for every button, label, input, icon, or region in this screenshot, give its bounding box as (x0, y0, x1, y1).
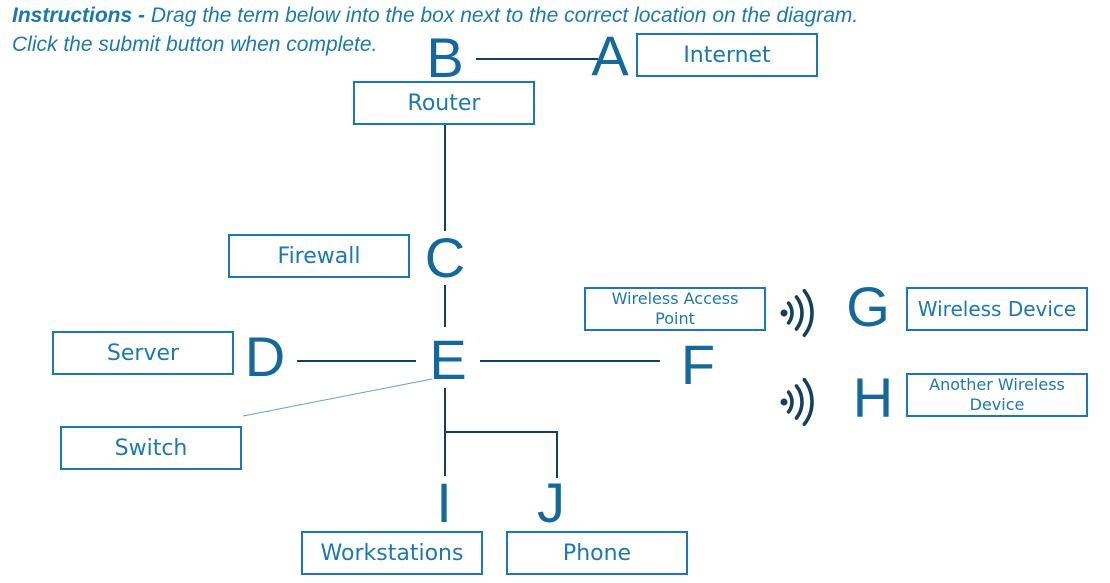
node-letter-d: D (245, 325, 285, 388)
term-wireless-access-point[interactable]: Wireless Access Point (584, 287, 766, 331)
node-letter-f: F (681, 333, 715, 396)
term-another-wireless-device[interactable]: Another Wireless Device (906, 373, 1088, 417)
term-wireless-device[interactable]: Wireless Device (906, 287, 1088, 331)
instructions-line-1: Instructions - Drag the term below into … (12, 1, 858, 30)
node-letter-i: I (436, 471, 452, 534)
node-letter-e: E (429, 328, 466, 391)
instructions-label: Instructions - (12, 4, 146, 27)
node-letter-h: H (853, 366, 893, 429)
term-workstations-label: Workstations (320, 540, 464, 566)
term-router-label: Router (407, 90, 481, 116)
term-phone-label: Phone (562, 540, 632, 566)
term-server-label: Server (106, 340, 180, 366)
node-letter-c: C (425, 226, 465, 289)
term-firewall-label: Firewall (277, 243, 361, 269)
connector-branch-j (445, 431, 558, 478)
connector-switch-e (242, 378, 433, 417)
node-letter-a: A (591, 24, 629, 87)
term-router[interactable]: Router (353, 81, 535, 125)
term-firewall[interactable]: Firewall (228, 234, 410, 278)
term-wireless-device-label: Wireless Device (917, 297, 1077, 321)
term-another-wireless-device-label: Another Wireless Device (929, 375, 1065, 414)
term-switch-label: Switch (114, 435, 188, 461)
instructions-text: Drag the term below into the box next to… (150, 4, 859, 27)
wireless-signal-icon (780, 378, 816, 426)
instructions-line-2: Click the submit button when complete. (12, 33, 378, 56)
term-workstations[interactable]: Workstations (301, 531, 483, 575)
term-server[interactable]: Server (52, 331, 234, 375)
node-letter-j: J (537, 471, 565, 534)
instructions: Instructions - Drag the term below into … (12, 1, 858, 59)
term-wireless-access-point-label: Wireless Access Point (611, 289, 739, 328)
node-letter-g: G (846, 275, 890, 338)
term-switch[interactable]: Switch (60, 426, 242, 470)
node-letter-b: B (426, 26, 463, 89)
wireless-signal-icon (780, 289, 816, 337)
connectors (242, 58, 660, 478)
term-internet-label: Internet (683, 42, 771, 68)
node-letters: A B C D E F G H I J (245, 24, 893, 534)
term-phone[interactable]: Phone (506, 531, 688, 575)
term-internet[interactable]: Internet (636, 33, 818, 77)
